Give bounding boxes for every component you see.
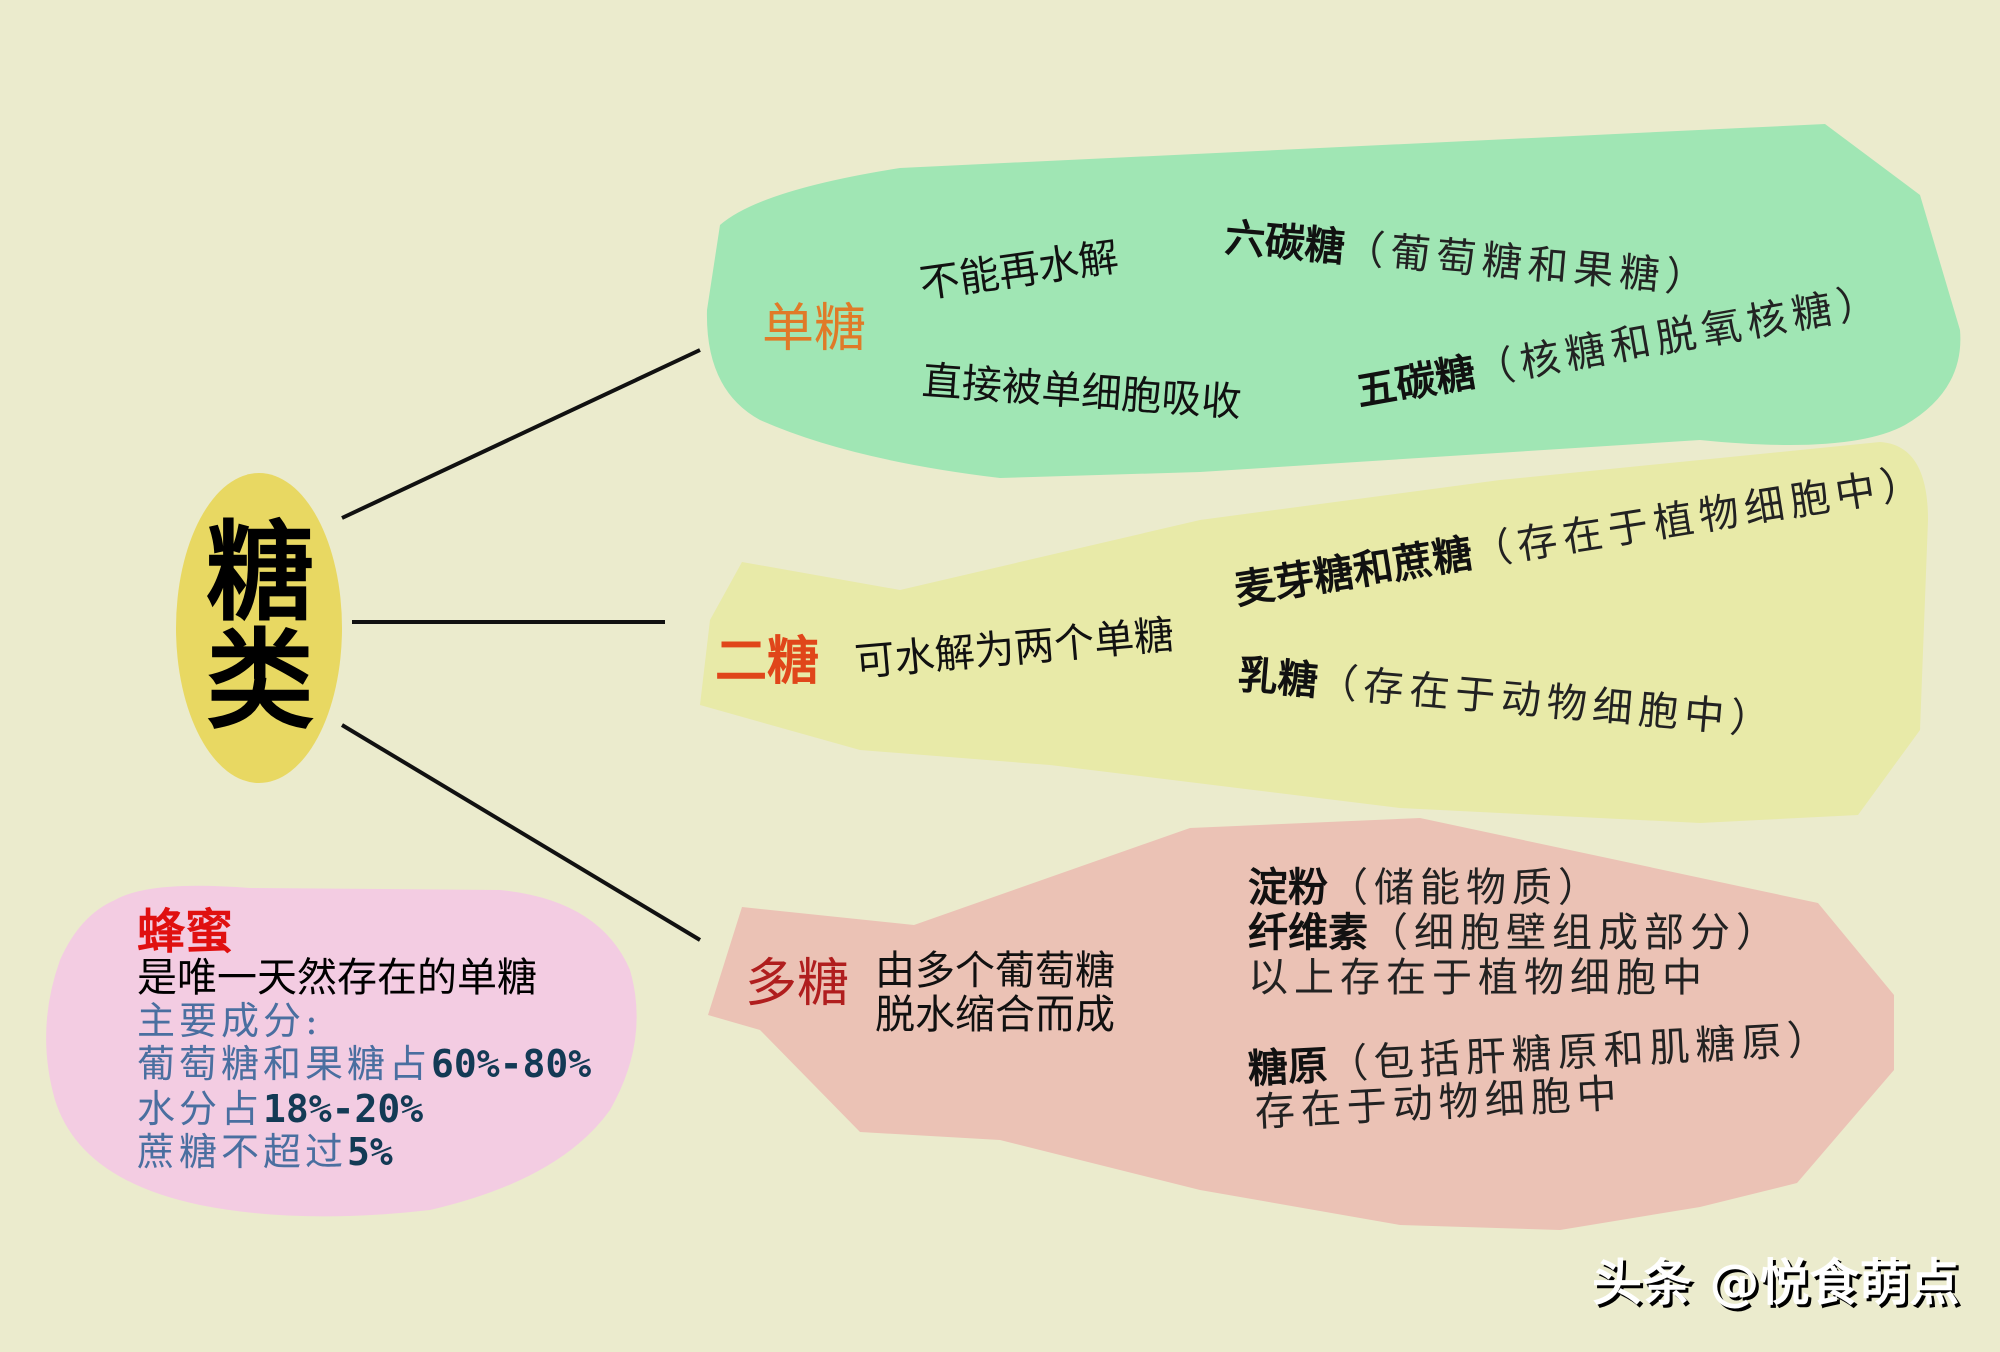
connector-monosaccharide xyxy=(341,348,701,520)
polysaccharide-desc-1: 由多个葡萄糖 xyxy=(875,948,1115,994)
honey-line-2: 主要成分: xyxy=(137,999,322,1043)
disaccharide-label: 二糖 xyxy=(715,632,820,692)
sucrose-text: 蔗糖不超过 xyxy=(137,1130,348,1174)
polysaccharide-desc-2: 脱水缩合而成 xyxy=(875,992,1115,1038)
cellulose-name: 纤维素 xyxy=(1248,910,1368,956)
root-title: 糖 类 xyxy=(205,520,315,736)
connector-polysaccharide xyxy=(340,723,702,942)
root-title-line1: 糖 xyxy=(205,511,314,636)
honey-line-3: 葡萄糖和果糖占60%-80% xyxy=(137,1042,592,1087)
watermark: 头条 @悦食萌点 xyxy=(1592,1254,1960,1312)
glycogen-name: 糖原 xyxy=(1246,1042,1330,1093)
polysaccharide-region xyxy=(708,818,1894,1230)
plant-cell-note: 以上存在于植物细胞中 xyxy=(1248,955,1708,1001)
water-value: 18%-20% xyxy=(263,1087,424,1131)
root-oval xyxy=(176,473,342,783)
honey-region xyxy=(46,885,637,1217)
honey-line-5: 蔗糖不超过5% xyxy=(137,1130,393,1175)
honey-title: 蜂蜜 xyxy=(137,904,234,960)
disaccharide-region xyxy=(700,442,1928,823)
glucose-fructose-value: 60%-80% xyxy=(431,1042,592,1086)
root-title-line2: 类 xyxy=(205,619,314,744)
honey-line-1: 是唯一天然存在的单糖 xyxy=(137,955,537,1001)
cellulose-note: （细胞壁组成部分） xyxy=(1368,910,1782,956)
water-text: 水分占 xyxy=(137,1087,264,1131)
cellulose-item: 纤维素（细胞壁组成部分） xyxy=(1248,910,1782,956)
monosaccharide-region xyxy=(706,124,1961,478)
monosaccharide-label: 单糖 xyxy=(762,299,867,359)
polysaccharide-label: 多糖 xyxy=(745,954,850,1014)
starch-item: 淀粉（储能物质） xyxy=(1248,865,1604,911)
lactose-name: 乳糖 xyxy=(1235,652,1320,705)
sucrose-value: 5% xyxy=(347,1130,393,1174)
starch-name: 淀粉 xyxy=(1248,865,1328,911)
honey-line-4: 水分占18%-20% xyxy=(137,1087,424,1132)
glucose-fructose-text: 葡萄糖和果糖占 xyxy=(137,1042,432,1086)
starch-note: （储能物质） xyxy=(1328,865,1604,911)
